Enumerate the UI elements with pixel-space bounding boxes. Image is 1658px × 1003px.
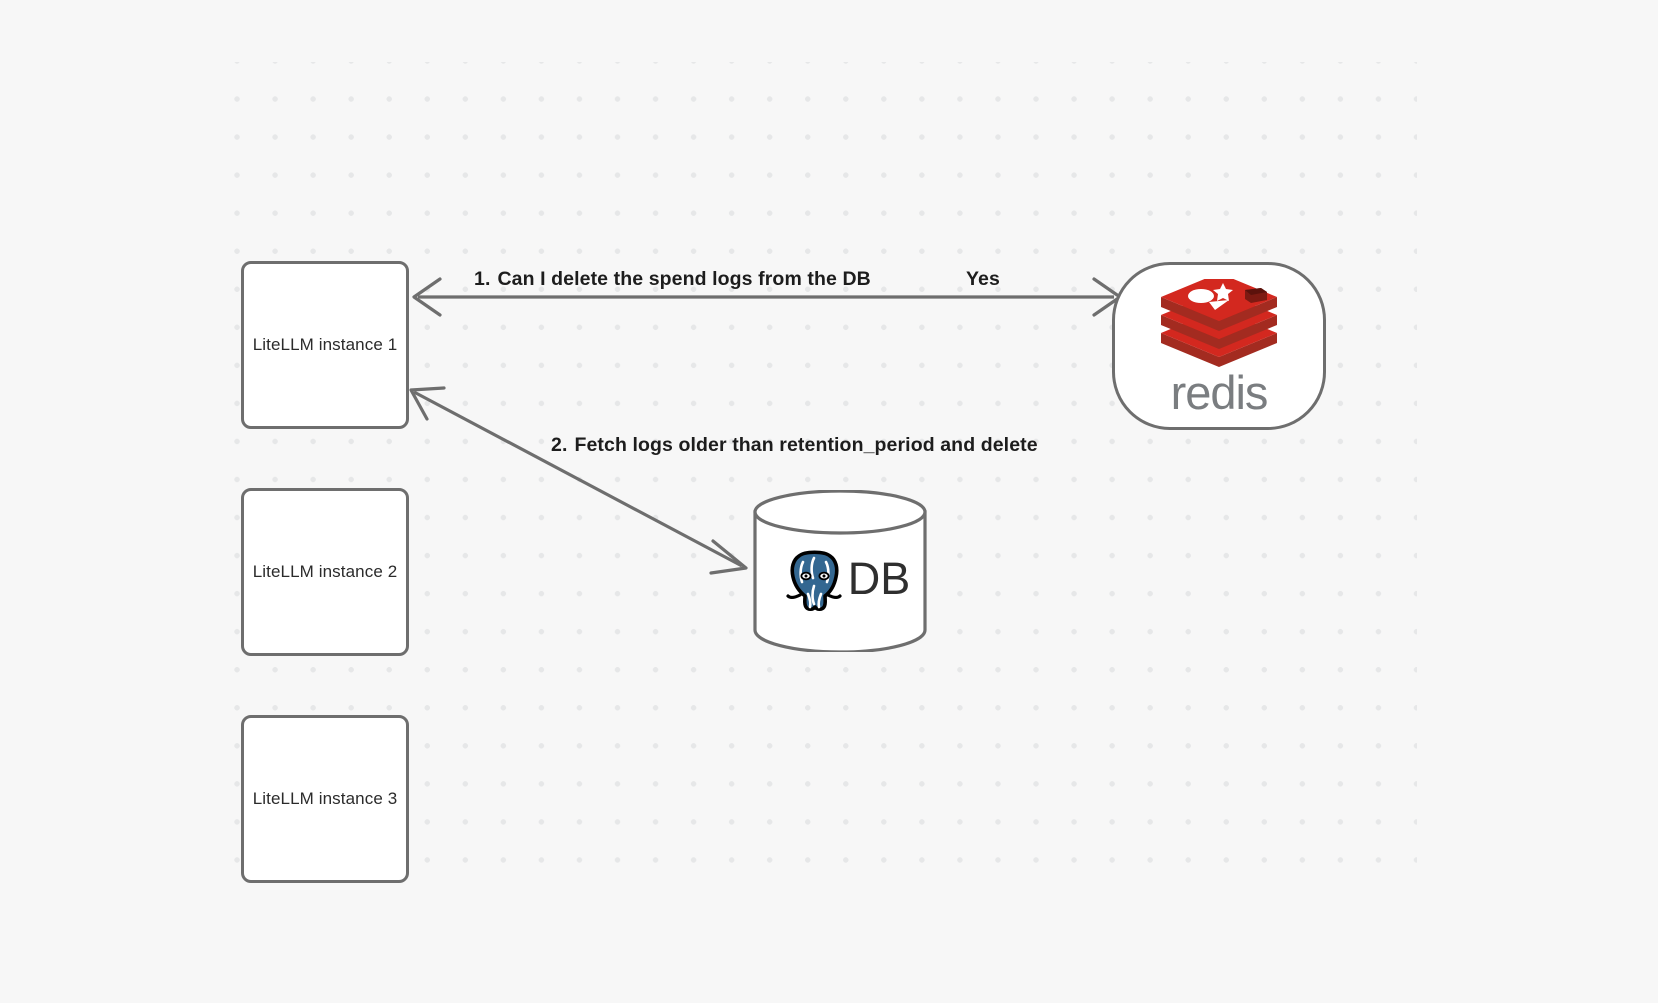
redis-logo-icon (1161, 278, 1277, 367)
node-litellm-instance-2-label: LiteLLM instance 2 (252, 562, 398, 581)
db-logo-row: DB (764, 542, 924, 614)
postgresql-elephant-icon (786, 550, 842, 612)
node-litellm-instance-3[interactable]: LiteLLM instance 3 (241, 715, 409, 883)
edge-label-1-number: 1. (474, 268, 491, 290)
node-db[interactable]: DB (752, 489, 928, 654)
node-litellm-instance-1-label: LiteLLM instance 1 (252, 335, 398, 354)
node-redis-label: redis (1170, 365, 1269, 419)
node-redis[interactable]: redis (1112, 262, 1326, 430)
edge-label-2-text: Fetch logs older than retention_period a… (574, 434, 1038, 456)
node-db-label: DB (847, 552, 911, 604)
edge-label-2: 2. Fetch logs older than retention_period… (551, 434, 1038, 457)
edge-label-1-reply: Yes (966, 268, 1000, 290)
edge-litellm1-db (409, 386, 748, 575)
edge-label-2-number: 2. (551, 434, 568, 456)
node-litellm-instance-3-label: LiteLLM instance 3 (252, 789, 398, 808)
db-cylinder-shape (753, 489, 927, 654)
edge-label-1-text: Can I delete the spend logs from the DB (497, 268, 871, 290)
node-litellm-instance-1[interactable]: LiteLLM instance 1 (241, 261, 409, 429)
node-litellm-instance-2[interactable]: LiteLLM instance 2 (241, 488, 409, 656)
edge-label-1: 1. Can I delete the spend logs from the D… (474, 268, 871, 291)
